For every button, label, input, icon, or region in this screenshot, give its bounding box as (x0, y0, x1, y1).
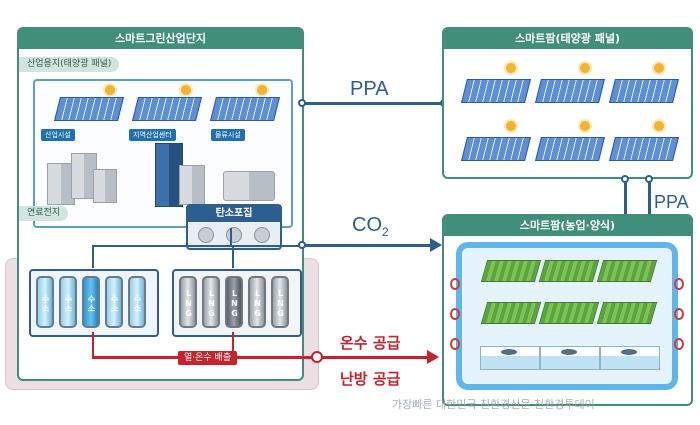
fish-tank (480, 346, 540, 370)
hydrogen-tank: 수소 (59, 276, 77, 328)
capture-fan-icon (226, 227, 242, 243)
hydrogen-tank: 수소 (82, 276, 100, 328)
ppa-junction (298, 99, 306, 107)
heat-release-badge: 열·온수 배출 (178, 351, 238, 365)
co2-arrowhead (430, 238, 442, 252)
hot-water-supply-label: 온수 공급 (340, 334, 401, 352)
solar-panel (461, 137, 531, 161)
heat-line (92, 356, 427, 359)
industrial-building (47, 163, 75, 205)
solar-panel (535, 137, 605, 161)
sun-icon (105, 85, 115, 95)
smart-industrial-title: 스마트그린산업단지 (19, 29, 302, 49)
crop-field (538, 260, 600, 282)
logistics-building (223, 171, 275, 201)
crop-field (596, 302, 658, 324)
carbon-capture-title: 탄소포집 (188, 206, 280, 222)
ppa-line (302, 102, 444, 105)
watermark: 가장빠른 대한민국 친환경신문 친환경투데이 (392, 398, 595, 411)
heat-arrowhead (427, 350, 439, 364)
crop-field (538, 302, 600, 324)
ppa-junction (645, 175, 653, 183)
heating-coil-icon (450, 278, 460, 290)
heating-coil-icon (674, 338, 684, 350)
crop-field (480, 260, 542, 282)
heat-line (92, 332, 94, 358)
industrial-facility-tag: 산업시설 (41, 129, 75, 141)
sun-icon (181, 85, 191, 95)
industrial-building (71, 153, 97, 199)
heating-coil-icon (450, 338, 460, 350)
smart-farm-solar-panel: 스마트팜(태양광 패널) (442, 27, 693, 179)
crop-field (596, 260, 658, 282)
fuel-cell-pipe (92, 245, 94, 268)
lng-rack: LNG LNG LNG LNG LNG (172, 269, 302, 337)
hydrogen-tank: 수소 (128, 276, 146, 328)
heating-coil-icon (674, 308, 684, 320)
capture-fan-icon (254, 227, 270, 243)
sun-icon (257, 85, 267, 95)
ppa-junction (621, 175, 629, 183)
smart-industrial-panel: 스마트그린산업단지 산업용지(태양광 패널) 산업시설 지역산업센터 물류시설 … (17, 27, 304, 381)
fuel-cell-pipe (230, 228, 232, 247)
sun-icon (506, 121, 516, 131)
heat-junction (311, 351, 323, 363)
lng-tank: LNG (225, 276, 243, 328)
capture-fan-icon (198, 227, 214, 243)
co2-subscript: 2 (382, 225, 389, 239)
co2-label-text: CO (352, 214, 382, 236)
sun-icon (654, 121, 664, 131)
sun-icon (506, 63, 516, 73)
co2-junction (298, 241, 306, 249)
solar-panel (461, 79, 531, 103)
ppa-top-label: PPA (350, 78, 389, 100)
ppa-vertical-line (624, 179, 627, 234)
regional-center-building (179, 165, 205, 205)
heat-line (232, 332, 234, 358)
smart-farm-agri-title: 스마트팜(농업·양식) (444, 216, 691, 236)
solar-panel (132, 97, 202, 121)
fish-tank (540, 346, 600, 370)
fish-tank (600, 346, 660, 370)
fish-icon (621, 349, 637, 355)
industrial-solar-box: 산업시설 지역산업센터 물류시설 (33, 79, 293, 228)
smart-farm-solar-title: 스마트팜(태양광 패널) (444, 29, 691, 49)
fuel-cell-pipe (232, 245, 234, 268)
hydrogen-tank: 수소 (105, 276, 123, 328)
carbon-capture-box: 탄소포집 (186, 204, 282, 250)
solar-panel (210, 97, 280, 121)
regional-center-tag: 지역산업센터 (129, 129, 176, 141)
hydrogen-tank: 수소 (36, 276, 54, 328)
lng-tank: LNG (271, 276, 289, 328)
lng-tank: LNG (179, 276, 197, 328)
sun-icon (654, 63, 664, 73)
lng-tank: LNG (248, 276, 266, 328)
heating-supply-label: 난방 공급 (340, 370, 401, 388)
logistics-tag: 물류시설 (211, 129, 245, 141)
lng-tank: LNG (202, 276, 220, 328)
heating-coil-icon (450, 308, 460, 320)
fuel-cell-section-label: 연료전지 (19, 206, 69, 221)
co2-label: CO2 (352, 214, 389, 239)
fish-icon (561, 349, 577, 355)
hydrogen-rack: 수소 수소 수소 수소 수소 (29, 269, 159, 337)
industrial-building (93, 169, 117, 203)
ppa-right-label: PPA (654, 192, 689, 212)
fuel-cell-pipe (92, 245, 302, 247)
solar-section-label: 산업용지(태양광 패널) (19, 57, 120, 72)
solar-panel (535, 79, 605, 103)
smart-farm-agri-panel: 스마트팜(농업·양식) (442, 214, 693, 406)
sun-icon (580, 63, 590, 73)
solar-panel (54, 97, 124, 121)
sun-icon (580, 121, 590, 131)
crop-field (480, 302, 542, 324)
solar-panel (609, 137, 679, 161)
solar-panel (609, 79, 679, 103)
co2-line (302, 244, 430, 247)
ppa-vertical-line (648, 179, 651, 234)
heating-coil-icon (674, 278, 684, 290)
fish-icon (501, 349, 517, 355)
